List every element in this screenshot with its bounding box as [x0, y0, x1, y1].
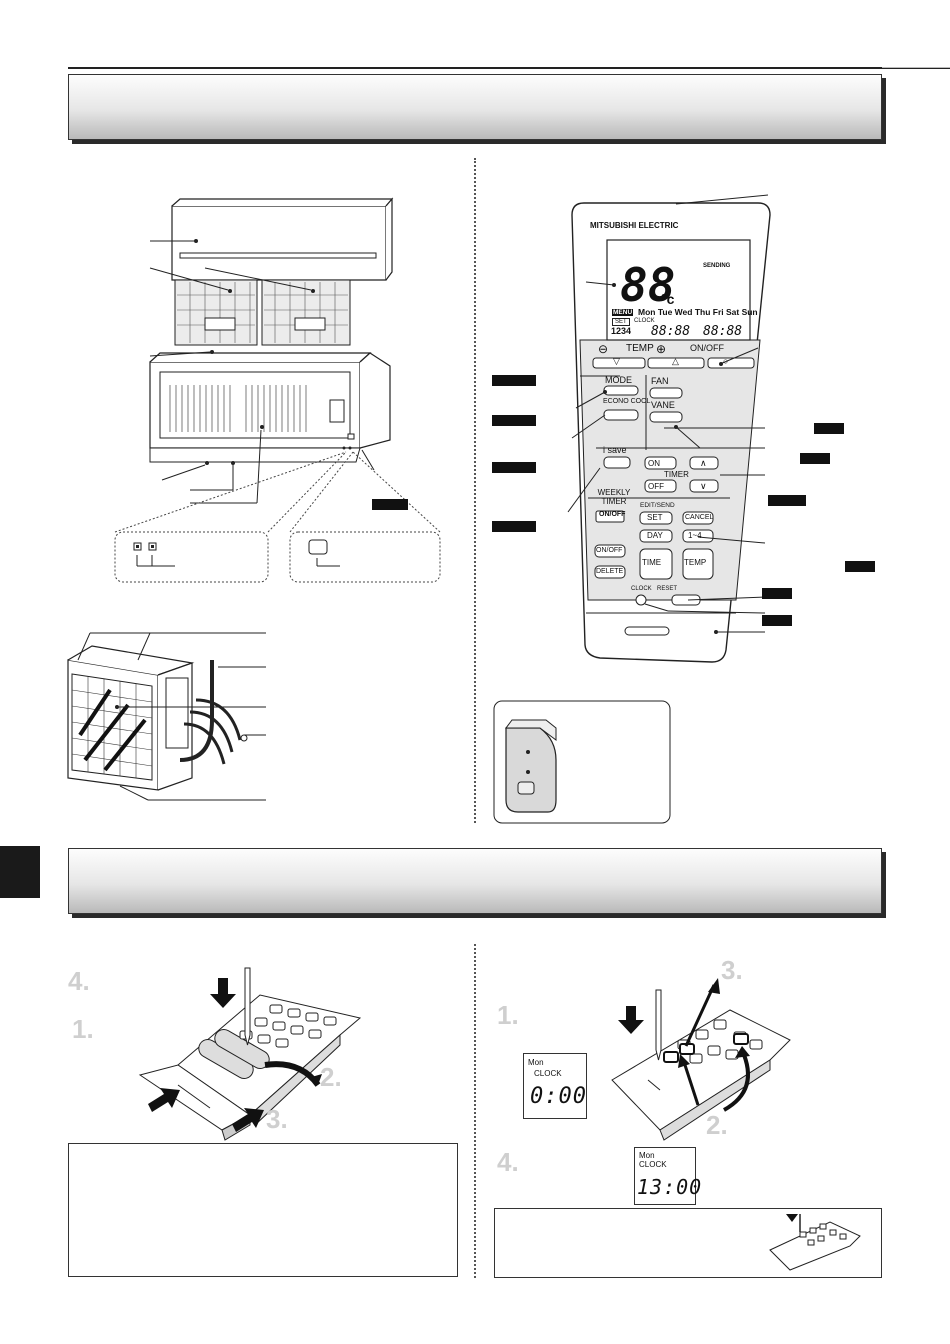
remote-on-off-label: ON/OFF: [690, 343, 724, 353]
clock-lcd-1-time: 0:00: [530, 1084, 587, 1109]
battery-note-box: [68, 1143, 458, 1277]
label-placeholder-box: [845, 561, 875, 572]
lcd-days: Mon Tue Wed Thu Fri Sat Sun: [638, 307, 758, 317]
fan-label: FAN: [651, 376, 669, 386]
weekly-timer-label: WEEKLY TIMER: [597, 488, 631, 506]
chapter-tab: [0, 846, 40, 898]
battery-step-2: 2.: [320, 1062, 342, 1092]
i-save-label: i save: [603, 445, 627, 455]
lcd-temp-unit: °c: [661, 291, 675, 307]
clock-setting-illustration: [611, 978, 791, 1141]
time-button[interactable]: TIME: [642, 558, 662, 567]
clock-lcd-1: Mon CLOCK 0:00: [523, 1053, 587, 1119]
outdoor-unit-illustration: [67, 632, 266, 801]
edit-send-label: EDIT/SEND: [640, 502, 675, 509]
timer-up-icon[interactable]: ∧: [700, 458, 707, 468]
remote-temp-label: TEMP: [626, 343, 654, 354]
battery-step-4: 4.: [68, 966, 90, 996]
on-off-button[interactable]: ○: [723, 356, 729, 366]
lcd-clock: CLOCK: [634, 318, 655, 324]
timer-off-label[interactable]: OFF: [648, 482, 664, 491]
label-placeholder-box: [768, 495, 806, 506]
section-header-banner-2: [68, 848, 882, 914]
lcd-timer-right: 88:88: [703, 324, 743, 339]
weekly-onoff-button[interactable]: ON/OFF: [599, 511, 626, 518]
top-rule: [68, 67, 950, 69]
lcd-menu-label: MENU: [612, 309, 634, 316]
remote-controller-illustration: [493, 194, 771, 824]
clock-lcd-2-time: 13:00: [637, 1175, 703, 1199]
temp-up-button[interactable]: △: [672, 356, 679, 366]
temp2-button[interactable]: TEMP: [684, 558, 707, 567]
indoor-unit-illustration: [114, 197, 441, 583]
label-placeholder-box: [814, 423, 844, 434]
temp-down-button[interactable]: ▽: [613, 356, 620, 366]
day-button[interactable]: DAY: [647, 531, 663, 540]
vane-label: VANE: [651, 400, 675, 410]
lcd-temperature: 88: [620, 258, 676, 312]
label-placeholder-box: [372, 499, 408, 510]
column-divider-bottom: [474, 944, 476, 1278]
econo-cool-label: ECONO COOL: [603, 398, 651, 405]
top-rule-extension: [882, 67, 950, 68]
clock-step-2: 2.: [706, 1110, 728, 1140]
label-placeholder-box: [492, 375, 536, 386]
label-placeholder-box: [762, 588, 792, 599]
onoff2-button[interactable]: ON/OFF: [596, 547, 623, 554]
label-placeholder-box: [762, 615, 792, 626]
clock-lcd-2: Mon CLOCK 13:00: [634, 1147, 701, 1205]
clock-note-thumbnail: [769, 1214, 861, 1271]
timer-label: TIMER: [664, 470, 689, 479]
clock-step-3: 3.: [721, 955, 743, 985]
clock-step-4: 4.: [497, 1147, 519, 1177]
lcd-timer-left: 88:88: [651, 324, 691, 339]
lcd-1234: 1234: [611, 326, 632, 336]
label-placeholder-box: [492, 462, 536, 473]
reset-button-label: RESET: [657, 586, 678, 592]
label-placeholder-box: [492, 415, 536, 426]
range-button[interactable]: 1~4: [688, 531, 702, 540]
timer-on-label[interactable]: ON: [648, 459, 660, 468]
clock-button-label: CLOCK: [631, 586, 652, 592]
clock-lcd-1-day: Mon: [528, 1058, 544, 1067]
set-button[interactable]: SET: [647, 513, 663, 522]
brand-logo: MITSUBISHI ELECTRIC: [590, 221, 679, 230]
section-header-banner-1: [68, 74, 882, 140]
lcd-sending-indicator: SENDING: [703, 263, 731, 269]
temp-plus-icon[interactable]: ⊕: [656, 342, 667, 356]
clock-lcd-2-label: CLOCK: [639, 1160, 667, 1169]
cancel-button[interactable]: CANCEL: [685, 514, 714, 521]
temp-minus-icon[interactable]: ⊖: [598, 342, 609, 356]
label-placeholder-box: [800, 453, 830, 464]
column-divider-top: [474, 158, 476, 823]
timer-down-icon[interactable]: ∨: [700, 481, 707, 491]
label-placeholder-box: [492, 521, 536, 532]
battery-step-3: 3.: [266, 1104, 288, 1134]
clock-step-1: 1.: [497, 1000, 519, 1030]
lcd-set: SET: [612, 318, 630, 326]
battery-insertion-illustration: [138, 967, 362, 1141]
battery-step-1: 1.: [72, 1014, 94, 1044]
mode-label: MODE: [605, 375, 632, 385]
clock-lcd-1-label: CLOCK: [534, 1069, 562, 1078]
clock-lcd-2-day: Mon: [639, 1151, 655, 1160]
delete-button[interactable]: DELETE: [596, 568, 624, 575]
